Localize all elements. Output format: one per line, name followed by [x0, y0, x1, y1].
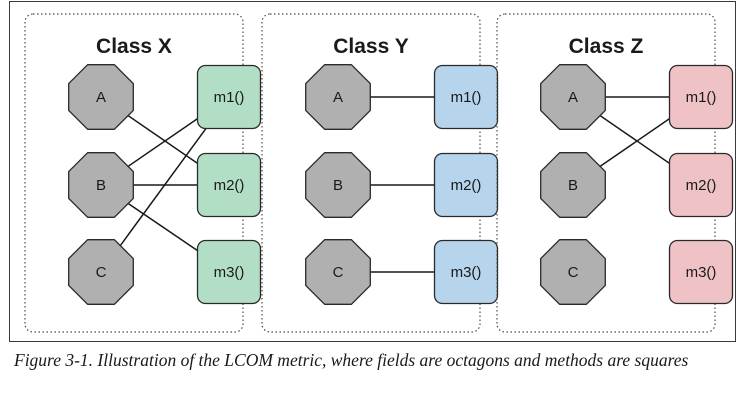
field-octagon — [305, 239, 371, 305]
method-node: m2() — [433, 152, 499, 218]
field-label: C — [568, 264, 579, 281]
field-octagon — [305, 64, 371, 130]
method-node: m1() — [196, 64, 262, 130]
method-square — [433, 239, 499, 305]
field-node: B — [305, 152, 371, 218]
field-label: A — [333, 89, 343, 106]
lcom-diagram: Class X A B Cm1() m2() m3() Class Y A B Cm1() m2()… — [9, 1, 736, 342]
method-label: m3() — [686, 264, 717, 281]
method-label: m1() — [451, 89, 482, 106]
method-label: m1() — [214, 89, 245, 106]
field-node: B — [540, 152, 606, 218]
method-node: m3() — [433, 239, 499, 305]
method-square — [196, 152, 262, 218]
method-label: m3() — [214, 264, 245, 281]
method-square — [668, 64, 734, 130]
method-node: m3() — [668, 239, 734, 305]
field-octagon — [540, 64, 606, 130]
field-octagon — [68, 64, 134, 130]
method-square — [196, 64, 262, 130]
field-octagon — [540, 152, 606, 218]
method-label: m1() — [686, 89, 717, 106]
field-node: C — [305, 239, 371, 305]
field-label: B — [333, 177, 343, 194]
field-octagon — [68, 239, 134, 305]
field-octagon — [68, 152, 134, 218]
method-square — [433, 64, 499, 130]
method-square — [433, 152, 499, 218]
method-node: m2() — [668, 152, 734, 218]
class-title: Class Y — [333, 35, 409, 58]
class-panel-2: Class Y A B Cm1() m2() m3() — [261, 13, 499, 333]
field-octagon — [305, 152, 371, 218]
field-octagon — [540, 239, 606, 305]
figure-caption: Figure 3-1. Illustration of the LCOM met… — [14, 350, 689, 370]
method-square — [196, 239, 262, 305]
field-node: A — [68, 64, 134, 130]
field-node: A — [305, 64, 371, 130]
method-label: m2() — [451, 177, 482, 194]
class-panel-3: Class Z A B Cm1() m2() m3() — [496, 13, 734, 333]
field-node: A — [540, 64, 606, 130]
method-label: m3() — [451, 264, 482, 281]
method-node: m1() — [668, 64, 734, 130]
method-node: m3() — [196, 239, 262, 305]
field-node: C — [540, 239, 606, 305]
method-node: m2() — [196, 152, 262, 218]
field-node: C — [68, 239, 134, 305]
method-node: m1() — [433, 64, 499, 130]
field-label: C — [333, 264, 344, 281]
method-label: m2() — [686, 177, 717, 194]
field-label: A — [96, 89, 106, 106]
field-label: B — [96, 177, 106, 194]
field-label: B — [568, 177, 578, 194]
method-square — [668, 152, 734, 218]
method-square — [668, 239, 734, 305]
class-title: Class Z — [569, 35, 644, 58]
field-node: B — [68, 152, 134, 218]
method-label: m2() — [214, 177, 245, 194]
field-label: A — [568, 89, 578, 106]
class-title: Class X — [96, 35, 172, 58]
field-label: C — [96, 264, 107, 281]
figure-frame — [9, 1, 736, 342]
class-panel-1: Class X A B Cm1() m2() m3() — [24, 13, 262, 333]
